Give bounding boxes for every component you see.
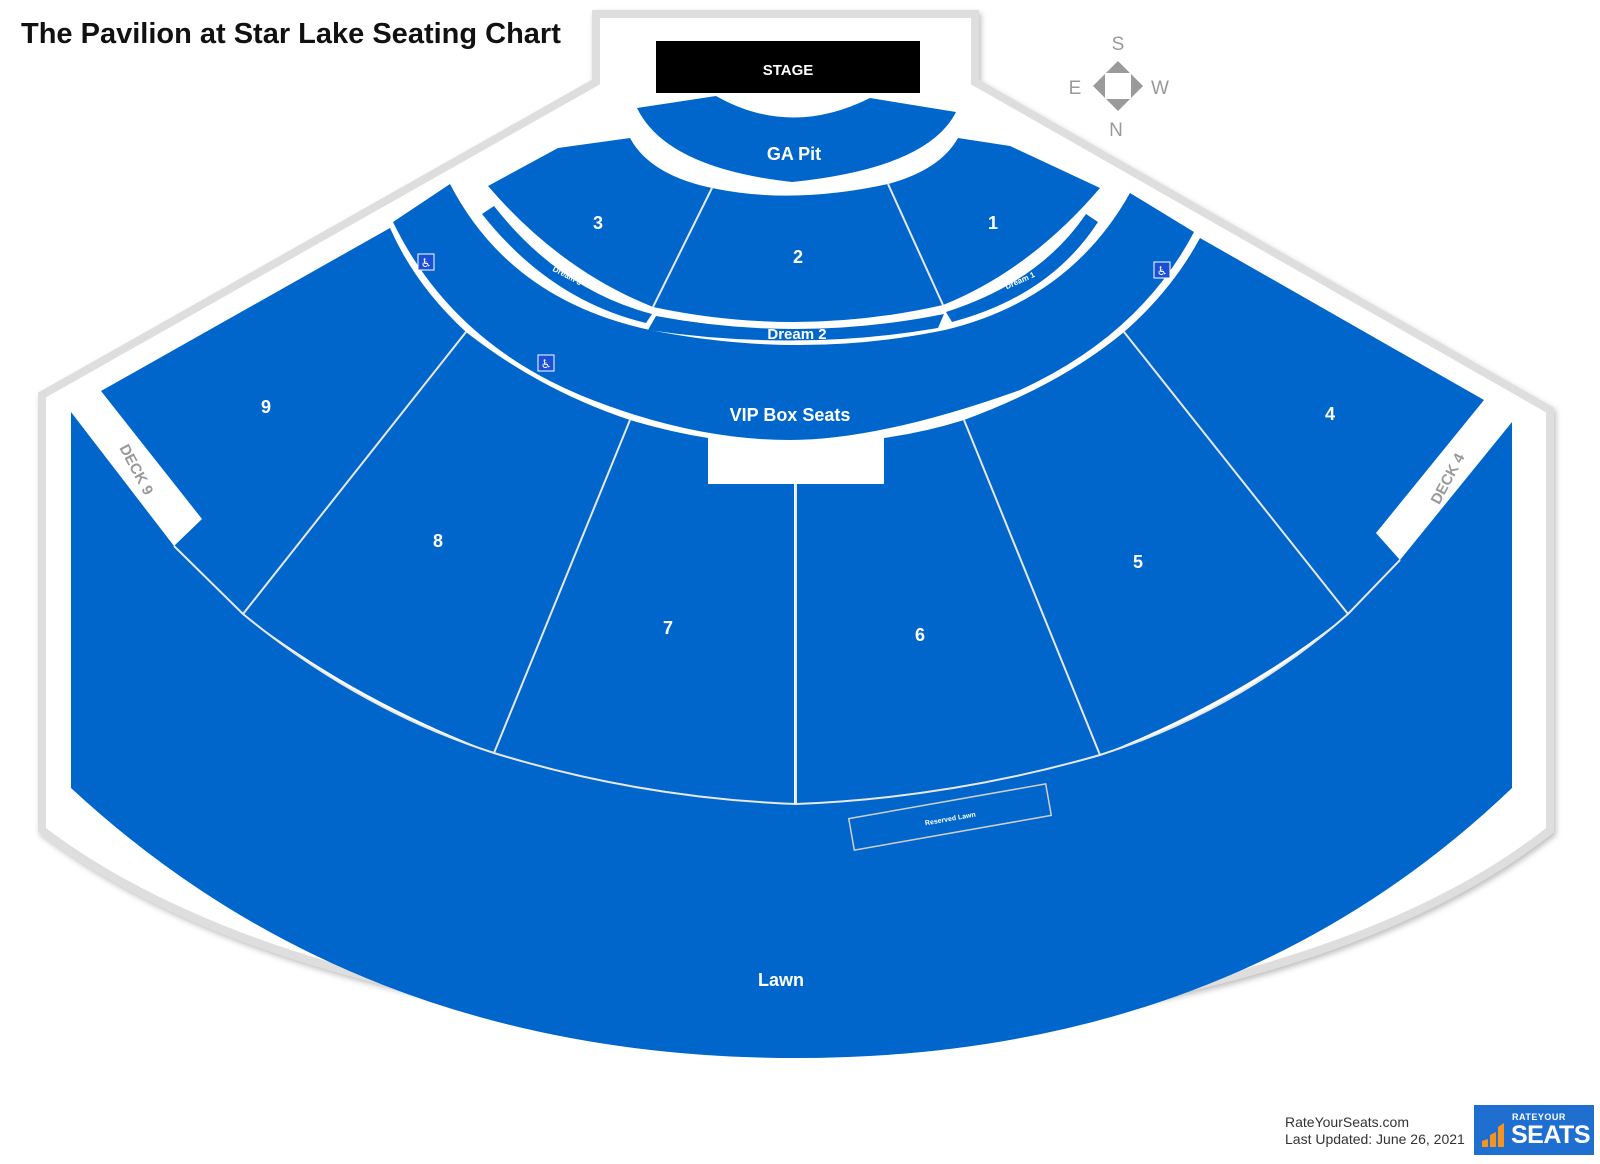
section-dream-3[interactable]: [482, 206, 652, 323]
section-5-label: 5: [1133, 552, 1143, 572]
stage-label: STAGE: [763, 62, 814, 79]
footer-updated: Last Updated: June 26, 2021: [1285, 1131, 1465, 1147]
section-dream-2-label: Dream 2: [767, 326, 826, 343]
compass-south-label: S: [1112, 34, 1125, 55]
section-vip-label: VIP Box Seats: [730, 405, 851, 425]
section-9-label: 9: [261, 397, 271, 417]
compass: S E W N: [1069, 34, 1169, 141]
compass-arrow-up-icon: [1106, 61, 1130, 73]
section-ga-pit[interactable]: [637, 96, 956, 182]
compass-arrow-left-icon: [1093, 74, 1105, 98]
section-1[interactable]: [888, 138, 1100, 305]
section-ga-pit-label: GA Pit: [767, 144, 821, 164]
rateyourseats-logo[interactable]: RATEYOUR SEATS: [1474, 1105, 1594, 1155]
section-3[interactable]: [488, 138, 712, 307]
section-vip-box-seats[interactable]: [393, 184, 1194, 440]
section-lawn[interactable]: [71, 412, 1512, 1058]
section-6[interactable]: [796, 420, 1100, 804]
logo-small-text: RATEYOUR: [1512, 1112, 1566, 1122]
section-dream-1[interactable]: [946, 214, 1098, 322]
section-1-label: 1: [988, 213, 998, 233]
section-3-label: 3: [593, 213, 603, 233]
logo-big-text: SEATS: [1511, 1121, 1591, 1149]
stage: [656, 41, 920, 93]
svg-text:♿: ♿: [1157, 264, 1168, 278]
compass-east-label: E: [1069, 78, 1082, 99]
compass-arrow-down-icon: [1106, 99, 1130, 111]
section-7[interactable]: [494, 420, 794, 804]
section-2-label: 2: [793, 247, 803, 267]
section-5[interactable]: [964, 332, 1348, 755]
wheelchair-icon: ♿: [417, 253, 435, 271]
section-4-label: 4: [1325, 404, 1335, 424]
footer: RateYourSeats.com Last Updated: June 26,…: [1285, 1114, 1465, 1148]
wheelchair-icon: ♿: [537, 354, 555, 372]
page-title: The Pavilion at Star Lake Seating Chart: [21, 18, 561, 50]
compass-north-label: N: [1109, 120, 1123, 141]
logo-bars-icon: [1482, 1123, 1504, 1147]
svg-text:♿: ♿: [541, 357, 552, 371]
footer-site: RateYourSeats.com: [1285, 1114, 1409, 1130]
section-8-label: 8: [433, 531, 443, 551]
section-7-label: 7: [663, 618, 673, 638]
wheelchair-icon: ♿: [1153, 261, 1171, 279]
section-reserved-lawn[interactable]: Reserved Lawn: [847, 783, 1053, 851]
section-dream-2[interactable]: [648, 314, 944, 341]
section-dividers: [173, 183, 1401, 806]
svg-text:♿: ♿: [421, 256, 432, 270]
section-8[interactable]: [243, 332, 630, 753]
section-9[interactable]: [101, 228, 466, 614]
section-lawn-label: Lawn: [758, 970, 804, 990]
compass-arrow-right-icon: [1131, 74, 1143, 98]
section-6-label: 6: [915, 625, 925, 645]
section-2[interactable]: [653, 184, 943, 323]
compass-west-label: W: [1151, 78, 1169, 99]
section-4[interactable]: [1124, 238, 1484, 614]
